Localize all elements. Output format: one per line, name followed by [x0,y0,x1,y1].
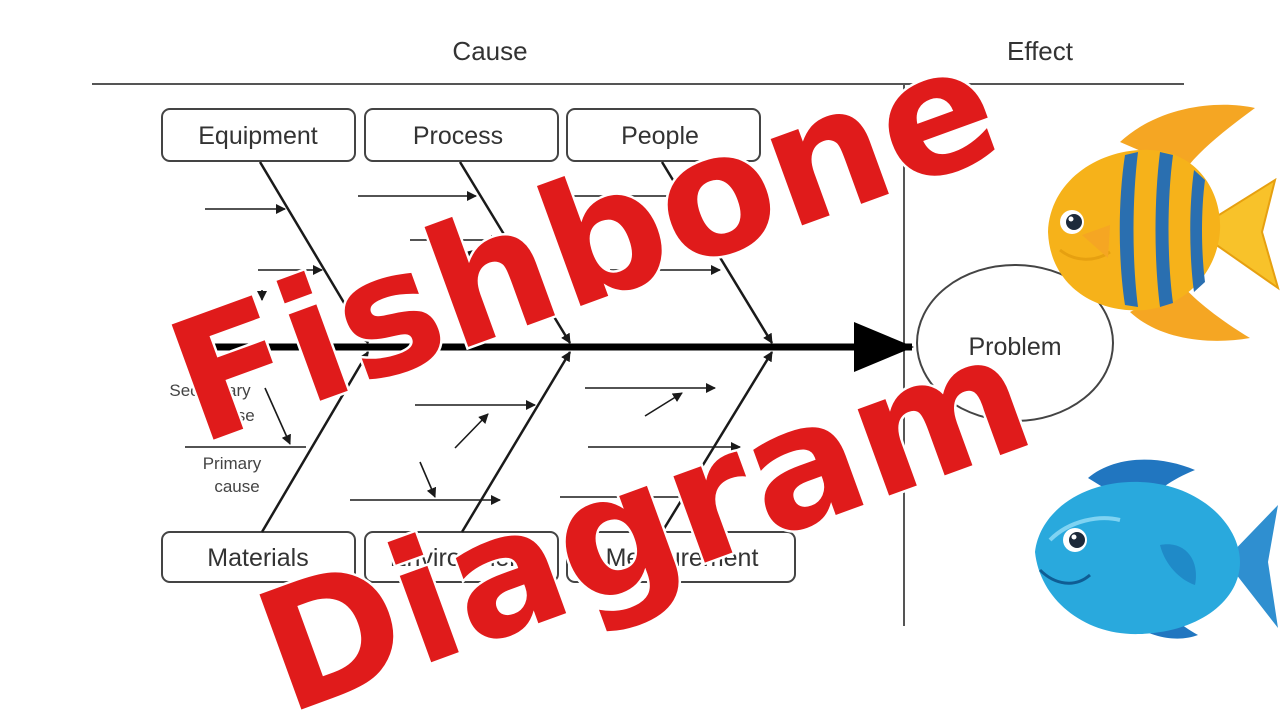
problem-node: Problem [916,264,1114,422]
category-box-process: Process [364,108,559,162]
rib-environment [460,351,572,533]
category-box-materials: Materials [161,531,356,583]
cause-header: Cause [452,36,527,66]
yellow-fish-icon [1048,104,1280,341]
rib-people [660,161,774,344]
rib-materials [260,351,370,533]
top-branches [205,191,721,301]
problem-label: Problem [968,333,1061,361]
category-box-people: People [566,108,761,162]
primary-cause-label-line1: Primary [203,454,262,473]
category-label-environment: Environment [390,544,530,572]
secondary-cause-label-line1: Secondary [169,381,251,400]
primary-cause-label-line2: cause [214,477,259,496]
category-box-measurement: Measurement [566,531,796,583]
rib-process [458,161,572,344]
bottom-branches [185,383,741,505]
effect-header: Effect [1007,36,1074,66]
secondary-cause-pointer [264,387,291,445]
category-label-materials: Materials [207,544,308,572]
blue-fish-icon [1035,459,1278,639]
category-box-environment: Environment [364,531,559,583]
rib-equipment [258,161,370,344]
fishbone-diagram: Cause Effect Equipment Process People Ma… [92,36,1184,626]
category-label-process: Process [413,122,503,150]
category-label-equipment: Equipment [198,122,318,150]
secondary-cause-label-line2: cause [209,406,254,425]
rib-measurement [660,351,774,533]
top-ribs [258,161,774,344]
category-label-people: People [621,122,699,150]
category-box-equipment: Equipment [161,108,356,162]
category-label-measurement: Measurement [606,544,759,572]
bottom-ribs [260,351,774,533]
